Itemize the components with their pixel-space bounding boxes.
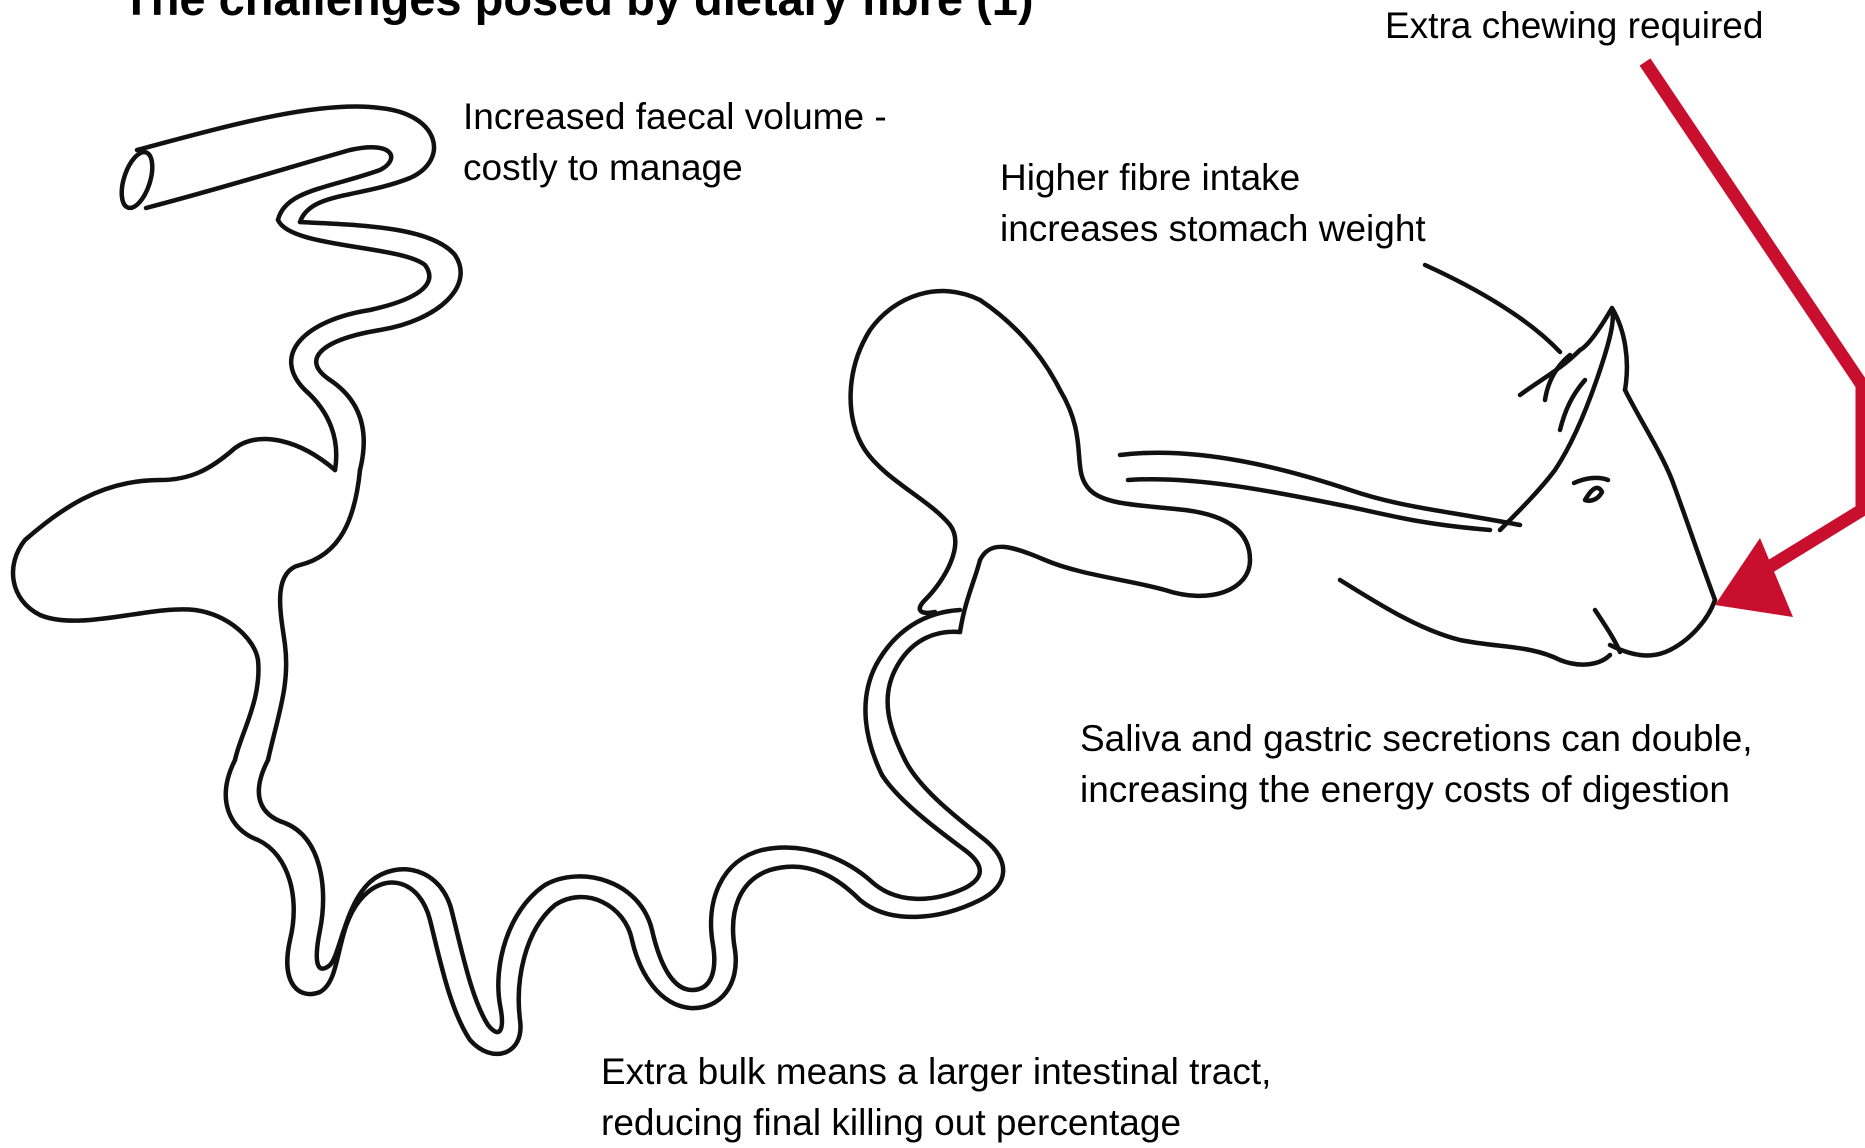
cow-head — [1120, 308, 1715, 665]
stomach-pointer-line — [1425, 265, 1560, 352]
rectum-tube — [116, 106, 434, 222]
chewing-arrow — [1645, 62, 1862, 617]
caecum — [13, 439, 360, 760]
small-intestine-loops — [226, 610, 1003, 1054]
colon-coils — [278, 220, 461, 470]
stomach — [851, 291, 1250, 632]
